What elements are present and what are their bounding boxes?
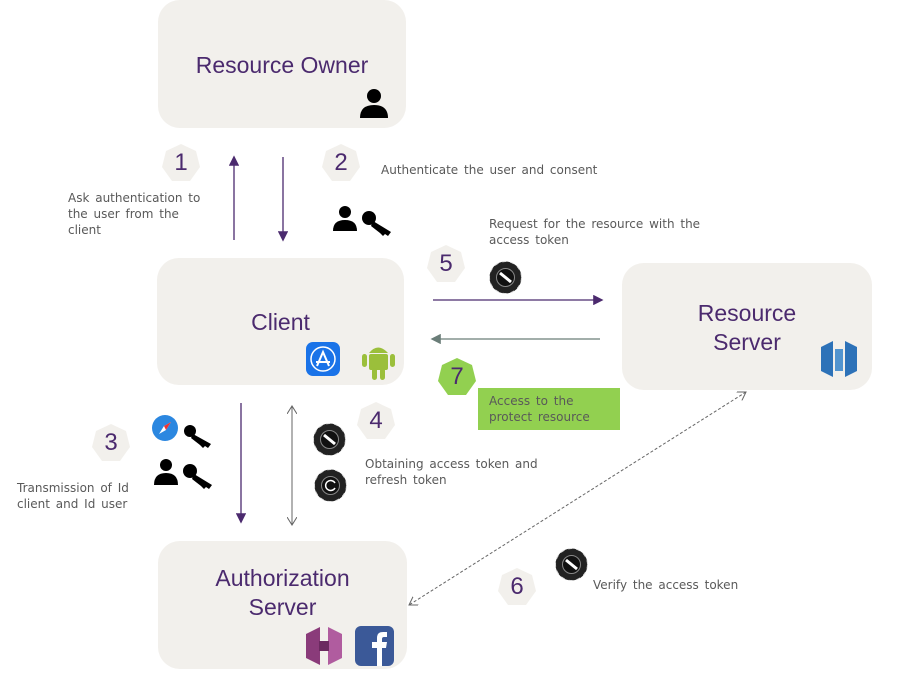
access-token-icon-2 bbox=[313, 423, 346, 456]
user-icon bbox=[360, 89, 388, 118]
step-1-label: Ask authentication to the user from the … bbox=[68, 191, 201, 237]
step-4-label: Obtaining access token and refresh token bbox=[365, 457, 538, 487]
access-token-icon-3 bbox=[555, 548, 588, 581]
resource-server-title-1: Resource bbox=[697, 300, 797, 326]
user-key-icon bbox=[333, 206, 391, 236]
step-2-label: Authenticate the user and consent bbox=[381, 163, 598, 177]
resource-owner-box: Resource Owner bbox=[158, 0, 406, 128]
step-badge-6: 6 bbox=[497, 567, 537, 607]
step-badge-4: 4 bbox=[356, 401, 396, 441]
safari-key-icon bbox=[152, 415, 211, 448]
step-7-highlight: Access to the protect resource bbox=[478, 388, 620, 430]
resource-server-title-2: Server bbox=[713, 329, 781, 355]
access-token-icon bbox=[489, 261, 522, 294]
arrow-verify-dashed bbox=[409, 392, 746, 605]
app-store-icon bbox=[306, 342, 340, 376]
step-6-label: Verify the access token bbox=[593, 578, 739, 592]
step-7-label: Access to the protect resource bbox=[489, 394, 590, 424]
authorization-server-title-2: Server bbox=[248, 594, 317, 620]
step-badge-7: 7 bbox=[437, 357, 477, 397]
client-title: Client bbox=[251, 309, 310, 335]
step-badge-1: 1 bbox=[161, 143, 201, 183]
step-badge-3: 3 bbox=[91, 423, 131, 463]
user-key-icon-2 bbox=[154, 459, 212, 489]
authorization-server-title-1: Authorization bbox=[215, 565, 350, 591]
step-badge-5: 5 bbox=[426, 244, 466, 284]
facebook-icon bbox=[355, 626, 394, 666]
refresh-token-icon bbox=[314, 469, 347, 502]
resource-owner-title: Resource Owner bbox=[195, 52, 369, 78]
step-3-label: Transmission of Id client and Id user bbox=[17, 481, 129, 511]
step-5-label: Request for the resource with the access… bbox=[489, 217, 701, 247]
step-badge-2: 2 bbox=[321, 143, 361, 183]
aws-cognito-icon bbox=[306, 627, 342, 665]
aws-api-gateway-icon bbox=[821, 341, 857, 377]
android-icon bbox=[362, 347, 395, 380]
